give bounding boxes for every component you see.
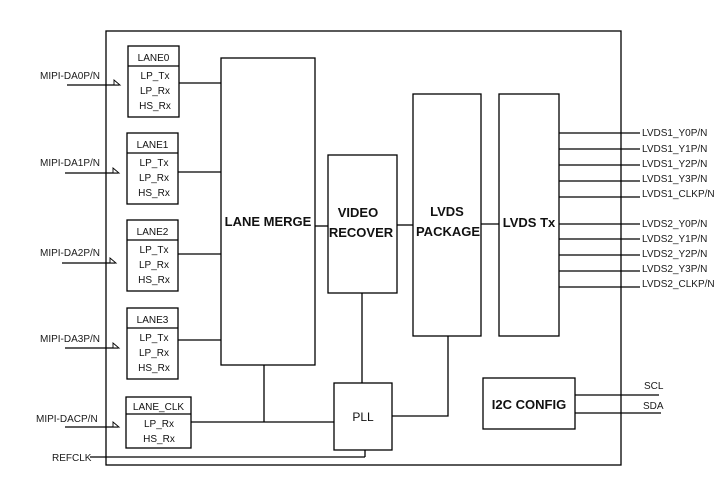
output-label: LVDS2_Y0P/N [642,219,707,230]
i2c-outputs: SCL SDA [575,381,664,414]
video-recover-block: VIDEO RECOVER [327,154,398,294]
pll-package-wire [392,336,449,417]
pll-box [333,382,393,451]
pll-label: PLL [352,410,374,424]
lane0-item: LP_Rx [140,86,170,97]
input-label-da0: MIPI-DA0P/N [40,71,100,82]
arrow-icon [109,257,118,264]
lane2-block: LANE2 LP_Tx LP_Rx HS_Rx [126,219,179,292]
lane1-item: LP_Rx [139,173,169,184]
lane-merge-label: LANE MERGE [225,214,312,229]
lane-clk-item: HS_Rx [143,434,175,445]
scl-label: SCL [644,381,664,392]
arrow-icon [112,421,121,428]
pll-block: PLL [333,382,393,451]
lane-merge-box [220,57,316,366]
arrow-icon [112,167,121,174]
output-label: LVDS1_Y2P/N [642,159,707,170]
arrow-icon [113,79,122,86]
lane3-item: LP_Tx [140,333,169,344]
input-label-dacp: MIPI-DACP/N [36,414,98,425]
lane-clk-box [125,396,192,449]
lane1-box [126,132,179,205]
input-mipi-dacp: MIPI-DACP/N [36,414,121,428]
lane-clk-block: LANE_CLK LP_Rx HS_Rx [125,396,192,449]
lane3-title: LANE3 [137,315,169,326]
sda-label: SDA [643,401,664,412]
video-recover-box [327,154,398,294]
lane0-block: LANE0 LP_Tx LP_Rx HS_Rx [127,45,180,118]
input-mipi-da0: MIPI-DA0P/N [40,71,122,86]
lvds-tx-label: LVDS Tx [503,215,556,230]
input-label-da3: MIPI-DA3P/N [40,334,100,345]
lane-clk-title: LANE_CLK [133,402,184,413]
lane3-box [126,307,179,380]
lane0-box [127,45,180,118]
output-label: LVDS1_Y3P/N [642,174,707,185]
lvds-tx-box [498,93,560,337]
lvds-package-block: LVDS PACKAGE [412,93,482,337]
input-mipi-da1: MIPI-DA1P/N [40,158,121,174]
input-mipi-da3: MIPI-DA3P/N [40,334,121,349]
lvds1-outputs: LVDS1_Y0P/N LVDS1_Y1P/N LVDS1_Y2P/N LVDS… [559,128,715,200]
lane1-block: LANE1 LP_Tx LP_Rx HS_Rx [126,132,179,205]
lane0-item: LP_Tx [141,71,170,82]
lvds-package-label-line2: PACKAGE [416,224,480,239]
video-recover-label-line1: VIDEO [338,205,378,220]
lane1-title: LANE1 [137,140,169,151]
lane2-item: HS_Rx [138,275,170,286]
chip-outline [105,30,622,466]
lane3-item: HS_Rx [138,363,170,374]
lvds-package-box [412,93,482,337]
input-label-refclk: REFCLK [52,453,92,464]
lane2-box [126,219,179,292]
input-mipi-da2: MIPI-DA2P/N [40,248,118,264]
lane-merge-block: LANE MERGE [220,57,316,366]
input-refclk: REFCLK [52,450,366,464]
output-label: LVDS2_CLKP/N [642,279,715,290]
output-label: LVDS1_Y1P/N [642,144,707,155]
arrow-icon [112,342,121,349]
lane-clk-item: LP_Rx [144,419,174,430]
i2c-config-label: I2C CONFIG [492,397,566,412]
video-recover-label-line2: RECOVER [329,225,394,240]
lane1-item: HS_Rx [138,188,170,199]
input-label-da1: MIPI-DA1P/N [40,158,100,169]
output-label: LVDS2_Y3P/N [642,264,707,275]
lane2-item: LP_Rx [139,260,169,271]
output-label: LVDS1_CLKP/N [642,189,715,200]
lvds-tx-block: LVDS Tx [498,93,560,337]
lane2-title: LANE2 [137,227,169,238]
lvds2-outputs: LVDS2_Y0P/N LVDS2_Y1P/N LVDS2_Y2P/N LVDS… [559,219,715,290]
output-label: LVDS2_Y1P/N [642,234,707,245]
lane0-item: HS_Rx [139,101,171,112]
lvds-package-label-line1: LVDS [430,204,464,219]
output-label: LVDS2_Y2P/N [642,249,707,260]
lane0-title: LANE0 [138,53,170,64]
lane3-item: LP_Rx [139,348,169,359]
i2c-config-box [482,377,576,430]
i2c-config-block: I2C CONFIG [482,377,576,430]
output-label: LVDS1_Y0P/N [642,128,707,139]
lane3-block: LANE3 LP_Tx LP_Rx HS_Rx [126,307,179,380]
lane1-item: LP_Tx [140,158,169,169]
input-label-da2: MIPI-DA2P/N [40,248,100,259]
lane2-item: LP_Tx [140,245,169,256]
